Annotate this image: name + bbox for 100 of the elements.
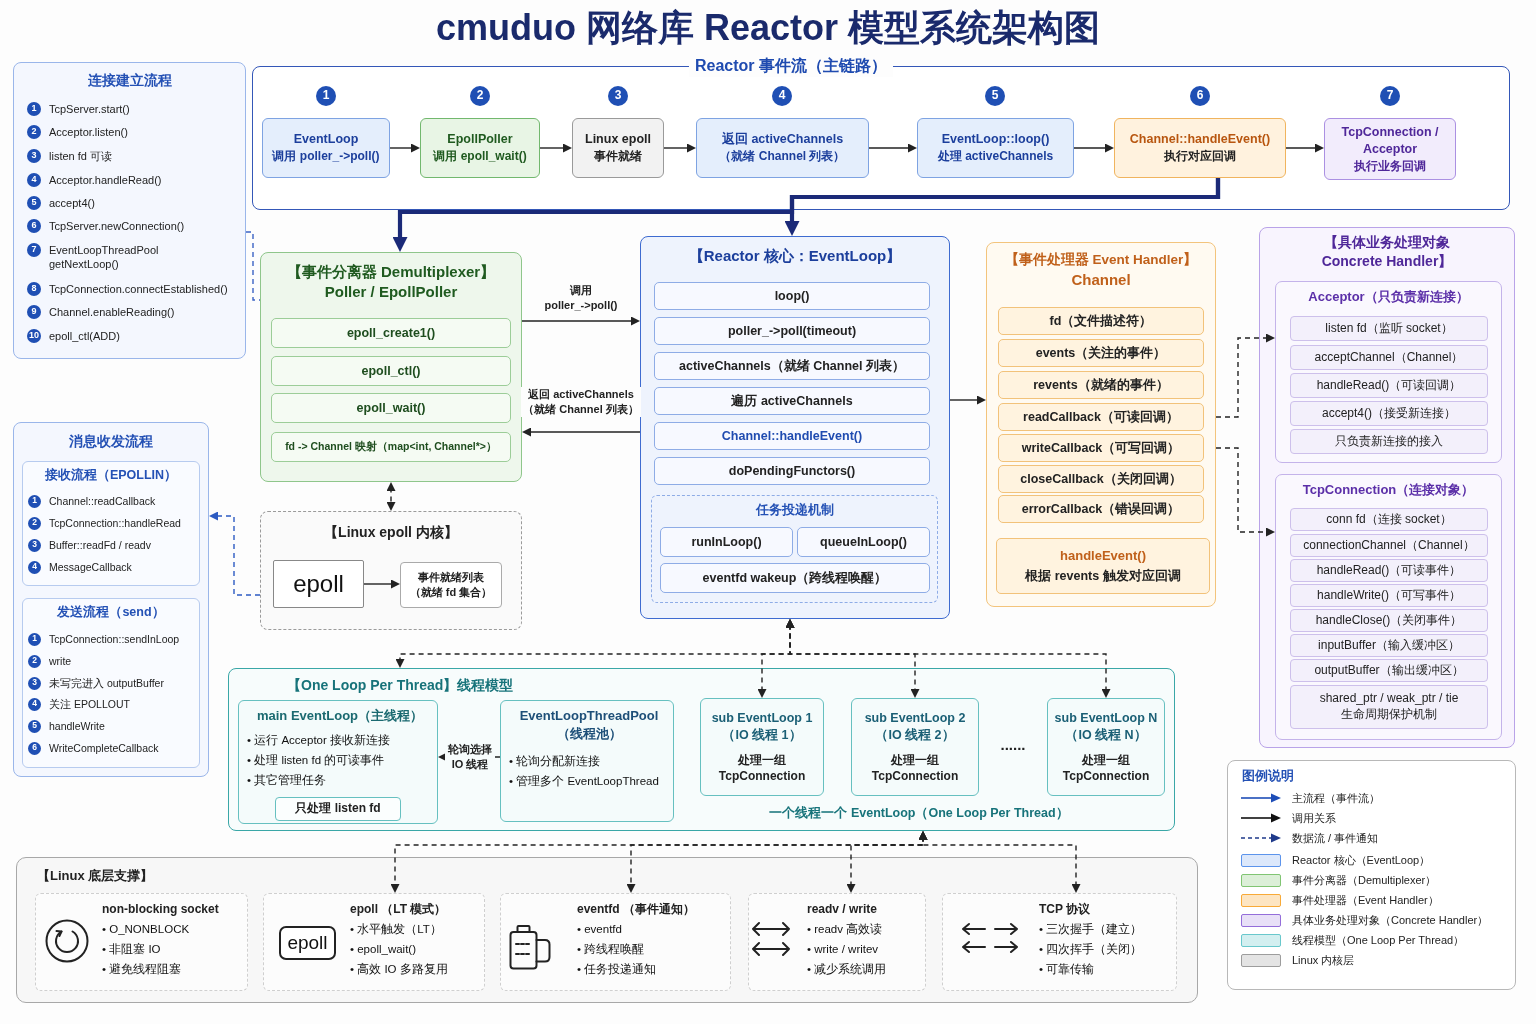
method-box: Channel::handleEvent() [654,422,930,450]
arrow [521,316,640,326]
thread-box [1047,698,1165,796]
member-box: inputBuffer（输入缓冲区） [1290,634,1488,657]
step-text: TcpServer.start() [49,101,130,117]
process-box [420,118,540,178]
step-text: 未写完进入 outputBuffer [49,675,164,691]
method-box: doPendingFunctors() [654,457,930,485]
box-text: 处理一组 TcpConnection [717,751,807,785]
note-box: 只处理 listen fd [275,797,401,821]
box-subtitle: 执行对应回调 [1164,148,1236,165]
step-text: TcpServer.newConnection() [49,218,185,234]
member-box: handleClose()（关闭事件） [1290,609,1488,632]
process-box [917,118,1074,178]
box-subtitle: （就绪 fd 集合） [409,585,493,600]
bullet-item: • 跨线程唤醒 [577,942,646,958]
module-panel [1259,227,1515,748]
process-box [1324,118,1456,180]
box-text: 处理一组 TcpConnection [1061,751,1151,785]
step-number: 4 [28,697,41,711]
field-box: events（关注的事件） [998,339,1204,367]
diagram-title: cmuduo 网络库 Reactor 模型系统架构图 [435,6,1101,50]
method-box: runInLoop() [660,527,793,557]
dashed-arrow [209,511,261,596]
bullet-item: • 水平触发（LT） [350,922,443,938]
step-text: Buffer::readFd / readv [49,537,151,553]
arrow [1285,143,1324,153]
dashed-arrow [386,482,396,511]
bullet-item: • 非阻塞 IO [102,942,162,958]
card-title: TCP 协议 [1039,901,1091,918]
bullet-item: • 管理多个 EventLoopThread [509,774,659,790]
step-text: Channel.enableReading() [49,304,175,320]
edge-label: 轮询选择 IO 线程 [445,742,495,772]
step-text: MessageCallback [49,559,132,575]
method-box: activeChannels（就绪 Channel 列表） [654,352,930,380]
thick-arrow [392,178,1221,252]
panel-caption: 一个线程一个 EventLoop（One Loop Per Thread） [769,805,1069,822]
class-panel [1275,474,1502,740]
bullet-item: • 运行 Acceptor 接收新连接 [247,732,390,748]
member-box: 只负责新连接的接入 [1290,429,1488,454]
legend-text: Reactor 核心（EventLoop） [1292,852,1431,868]
bullet-item: • 可靠传输 [1039,962,1096,978]
step-text: 关注 EPOLLOUT [49,696,130,712]
subflow-title: 发送流程（send） [57,604,165,621]
box-title: sub EventLoop N [1054,709,1158,727]
legend-text: 主流程（事件流） [1292,790,1380,806]
box-text: 处理一组 TcpConnection [870,751,960,785]
member-box: accept4()（接受新连接） [1290,401,1488,426]
step-text: EventLoopThreadPool getNextLoop() [49,242,160,273]
panel-title: Reactor 事件流（主链路） [689,55,893,77]
card-title: readv / write [807,901,878,918]
arrow [363,579,400,589]
method-box: queueInLoop() [797,527,930,557]
connector-line [245,231,261,301]
box-title: 事件就绪列表 [418,570,484,585]
process-box [696,118,869,178]
step-number: 2 [28,516,41,530]
box-subtitle: 事件就绪 [594,148,642,165]
panel-title: 消息收发流程 [69,432,153,451]
field-box: errorCallback（错误回调） [998,495,1204,523]
feature-card [263,893,485,991]
step-number: 7 [27,243,41,257]
step-number: 1 [28,494,41,508]
step-number: 4 [28,560,41,574]
panel-title: Poller / EpollPoller [324,282,458,303]
module-panel [260,252,522,482]
bullet-item: • epoll_wait() [350,942,418,958]
legend-title: 图例说明 [1242,767,1294,785]
step-text: accept4() [49,195,95,211]
bullet-item: • 高效 IO 多路复用 [350,962,448,978]
step-text: Acceptor.handleRead() [49,172,162,188]
bullet-item: • 避免线程阻塞 [102,962,183,978]
method-box [996,538,1210,594]
kernel-panel [260,511,522,630]
box-subtitle: （IO 线程 N） [1065,726,1147,744]
class-panel [1275,281,1502,463]
feature-card [500,893,731,991]
step-number: 2 [28,654,41,668]
step-text: WriteCompleteCallback [49,740,159,756]
thread-box [700,698,824,796]
panel-title: 连接建立流程 [87,71,172,90]
field-box: readCallback（可读回调） [998,403,1204,431]
mapping-box: fd -> Channel 映射（map<int, Channel*>） [271,432,511,462]
box-subtitle: （线程池） [556,724,622,743]
box-subtitle: （IO 线程 2） [875,726,955,744]
step-number: 7 [1380,86,1400,106]
member-box: shared_ptr / weak_ptr / tie 生命周期保护机制 [1290,685,1488,729]
arrow [1073,143,1114,153]
method-box: poller_->poll(timeout) [654,317,930,345]
class-title: TcpConnection（连接对象） [1302,481,1475,499]
member-box: handleWrite()（可写事件） [1290,584,1488,607]
step-text: TcpConnection.connectEstablished() [49,281,228,297]
step-number: 3 [608,86,628,106]
support-panel [16,857,1198,1003]
process-box [262,118,390,178]
feature-card [942,893,1177,991]
step-number: 2 [470,86,490,106]
bullet-item: • 轮询分配新连接 [509,754,602,770]
subflow-panel [22,461,200,586]
step-number: 4 [772,86,792,106]
